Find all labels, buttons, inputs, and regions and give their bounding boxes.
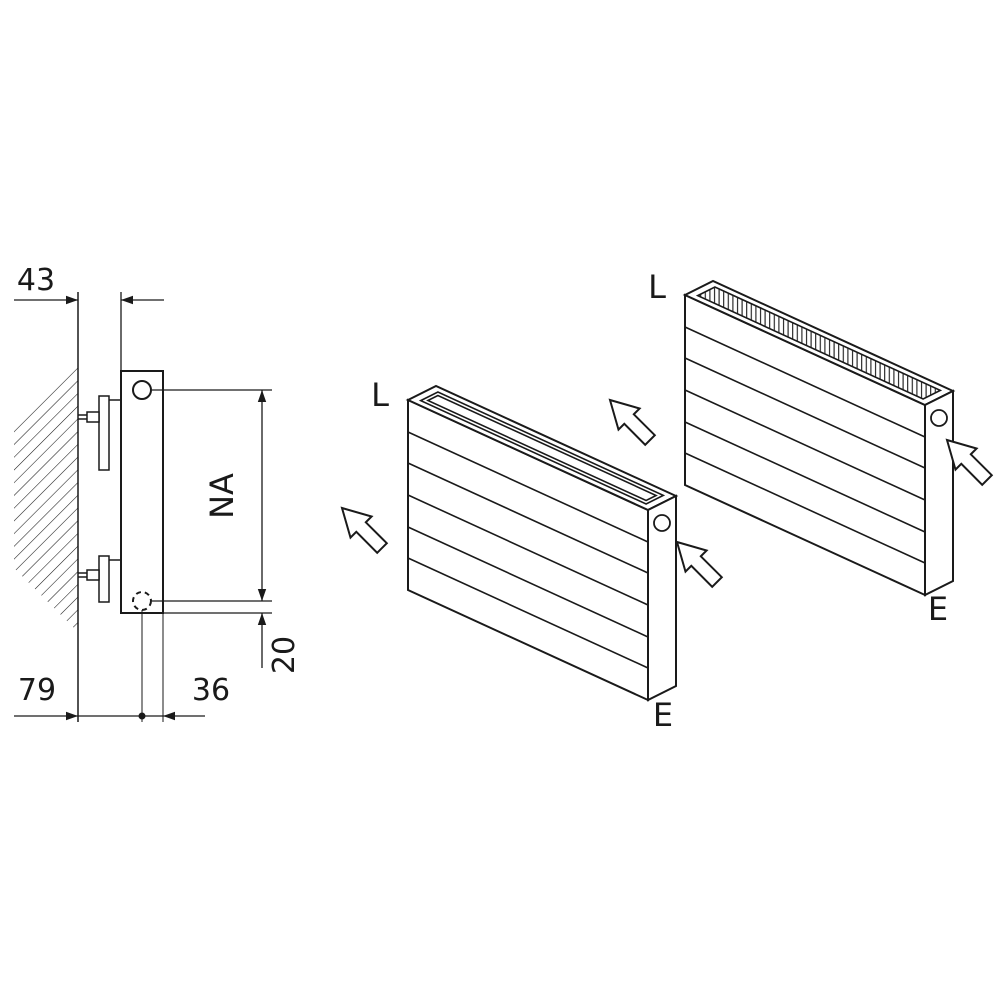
dim-label-43: 43 bbox=[17, 263, 55, 298]
dimension-arrow bbox=[66, 295, 78, 305]
iso-radiator-rear: L E bbox=[648, 268, 956, 628]
bottom-pipe-connection bbox=[132, 591, 152, 611]
groove-line bbox=[407, 494, 649, 606]
slat-grooves bbox=[407, 431, 649, 669]
side-plug bbox=[653, 514, 671, 532]
channel-inner-wall bbox=[426, 394, 658, 502]
label-e-front: E bbox=[653, 696, 673, 734]
groove-line bbox=[407, 557, 649, 669]
dim-label-na: NA bbox=[203, 473, 241, 519]
dimension-arrow bbox=[257, 390, 267, 402]
label-e-rear: E bbox=[928, 590, 948, 628]
dimension-20 bbox=[163, 612, 272, 668]
groove-line bbox=[684, 357, 926, 469]
dim-label-79: 79 bbox=[18, 673, 56, 708]
dimension-na bbox=[152, 389, 272, 602]
dimension-arrow bbox=[163, 711, 175, 721]
dimension-dot bbox=[138, 712, 146, 720]
groove-line bbox=[407, 462, 649, 574]
iso-radiator-front: L E bbox=[371, 376, 679, 734]
side-plug bbox=[930, 409, 948, 427]
bracket-rail bbox=[98, 395, 110, 471]
open-top-channel bbox=[418, 391, 666, 505]
radiator-body-profile bbox=[120, 370, 164, 614]
dimension-arrow bbox=[66, 711, 78, 721]
channel-opening bbox=[418, 391, 666, 505]
bracket-rail bbox=[98, 555, 110, 603]
dimension-arrow bbox=[257, 589, 267, 601]
side-view-drawing: 43 NA bbox=[14, 263, 302, 722]
wall-bracket-bottom bbox=[78, 555, 121, 603]
dimension-bottom bbox=[14, 610, 205, 722]
groove-line bbox=[407, 431, 649, 543]
dim-label-20: 20 bbox=[267, 636, 302, 674]
top-grille bbox=[695, 286, 943, 400]
groove-line bbox=[407, 526, 649, 638]
groove-line bbox=[684, 389, 926, 501]
wall-bracket-top bbox=[78, 395, 121, 471]
bracket-anchor bbox=[86, 569, 100, 581]
top-pipe-connection bbox=[132, 380, 152, 400]
isometric-view: L E L E bbox=[340, 268, 994, 734]
dimension-43 bbox=[14, 292, 164, 371]
bracket-anchor bbox=[86, 411, 100, 423]
flow-arrow-icon bbox=[340, 506, 389, 555]
label-l-front: L bbox=[371, 376, 389, 414]
flow-arrow-icon bbox=[945, 438, 994, 487]
wall-hatch bbox=[14, 362, 78, 632]
dimension-arrow bbox=[121, 295, 133, 305]
label-l-rear: L bbox=[648, 268, 666, 306]
slat-grooves bbox=[684, 326, 926, 564]
groove-line bbox=[684, 452, 926, 564]
groove-line bbox=[684, 421, 926, 533]
dimension-arrow bbox=[257, 613, 267, 625]
flow-arrow-icon bbox=[675, 540, 724, 589]
flow-arrows bbox=[340, 398, 994, 589]
flow-arrow-icon bbox=[608, 398, 657, 447]
groove-line bbox=[684, 326, 926, 438]
dim-label-36: 36 bbox=[192, 673, 230, 708]
